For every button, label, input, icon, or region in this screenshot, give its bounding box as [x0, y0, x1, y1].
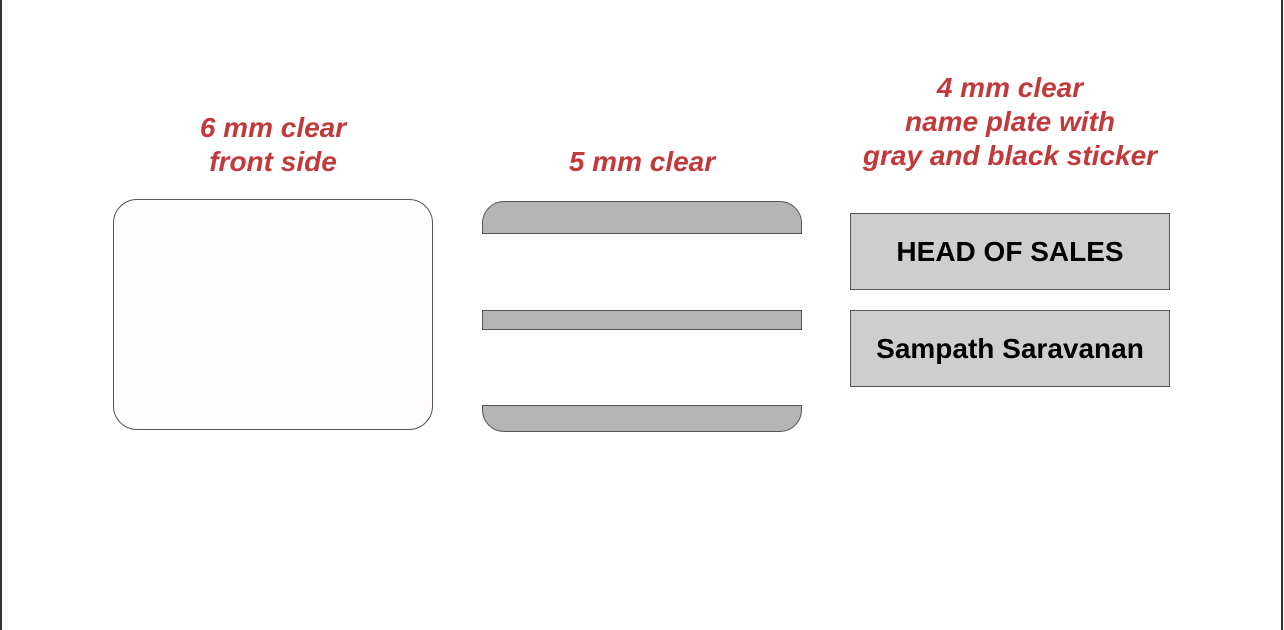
- page-border-left: [0, 0, 2, 630]
- caption-4mm-name-plate: 4 mm clear name plate with gray and blac…: [830, 71, 1190, 173]
- clear-plate-5mm-top-strip: [482, 201, 802, 234]
- clear-plate-5mm-bottom-strip: [482, 405, 802, 432]
- sticker-person-name: Sampath Saravanan: [850, 310, 1170, 387]
- caption-line: 6 mm clear: [199, 112, 347, 143]
- caption-5mm-clear: 5 mm clear: [482, 145, 802, 179]
- caption-6mm-front-side: 6 mm clear front side: [113, 111, 433, 179]
- sticker-title-text: HEAD OF SALES: [896, 235, 1124, 267]
- clear-front-plate-6mm: [113, 199, 433, 430]
- caption-line: name plate with: [904, 106, 1116, 137]
- sticker-job-title: HEAD OF SALES: [850, 213, 1170, 290]
- sticker-name-text: Sampath Saravanan: [876, 332, 1144, 364]
- caption-line: gray and black sticker: [862, 140, 1158, 171]
- caption-line: 5 mm clear: [568, 146, 716, 177]
- caption-line: 4 mm clear: [936, 72, 1084, 103]
- clear-plate-5mm-middle-strip: [482, 310, 802, 330]
- caption-line: front side: [209, 146, 337, 177]
- page-border-right: [1281, 0, 1283, 630]
